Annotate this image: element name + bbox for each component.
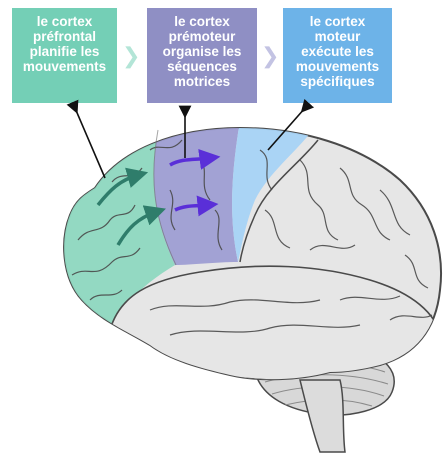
- motor-region: [232, 128, 320, 262]
- chevron-right-icon: ❯: [261, 43, 280, 68]
- pointer-arrow-prefrontal: [66, 99, 106, 179]
- purple-arrow-upper: [169, 148, 221, 170]
- prefrontal-cortex-box: le cortex préfrontal planifie les mouvem…: [12, 8, 117, 103]
- premotor-cortex-label: le cortex prémoteur organise les séquenc…: [162, 14, 242, 89]
- brainstem: [299, 379, 346, 453]
- teal-arrow-upper: [96, 167, 149, 207]
- pointer-arrow-motor: [267, 98, 315, 151]
- motor-cortex-label: le cortex moteur exécute les mouvements …: [295, 14, 380, 89]
- premotor-cortex-box: le cortex prémoteur organise les séquenc…: [147, 8, 257, 103]
- chevron-right-icon: ❯: [122, 43, 141, 68]
- purple-arrow-lower: [174, 195, 219, 217]
- prefrontal-cortex-label: le cortex préfrontal planifie les mouvem…: [22, 14, 107, 74]
- teal-arrow-lower: [116, 205, 166, 246]
- motor-cortex-box: le cortex moteur exécute les mouvements …: [283, 8, 392, 103]
